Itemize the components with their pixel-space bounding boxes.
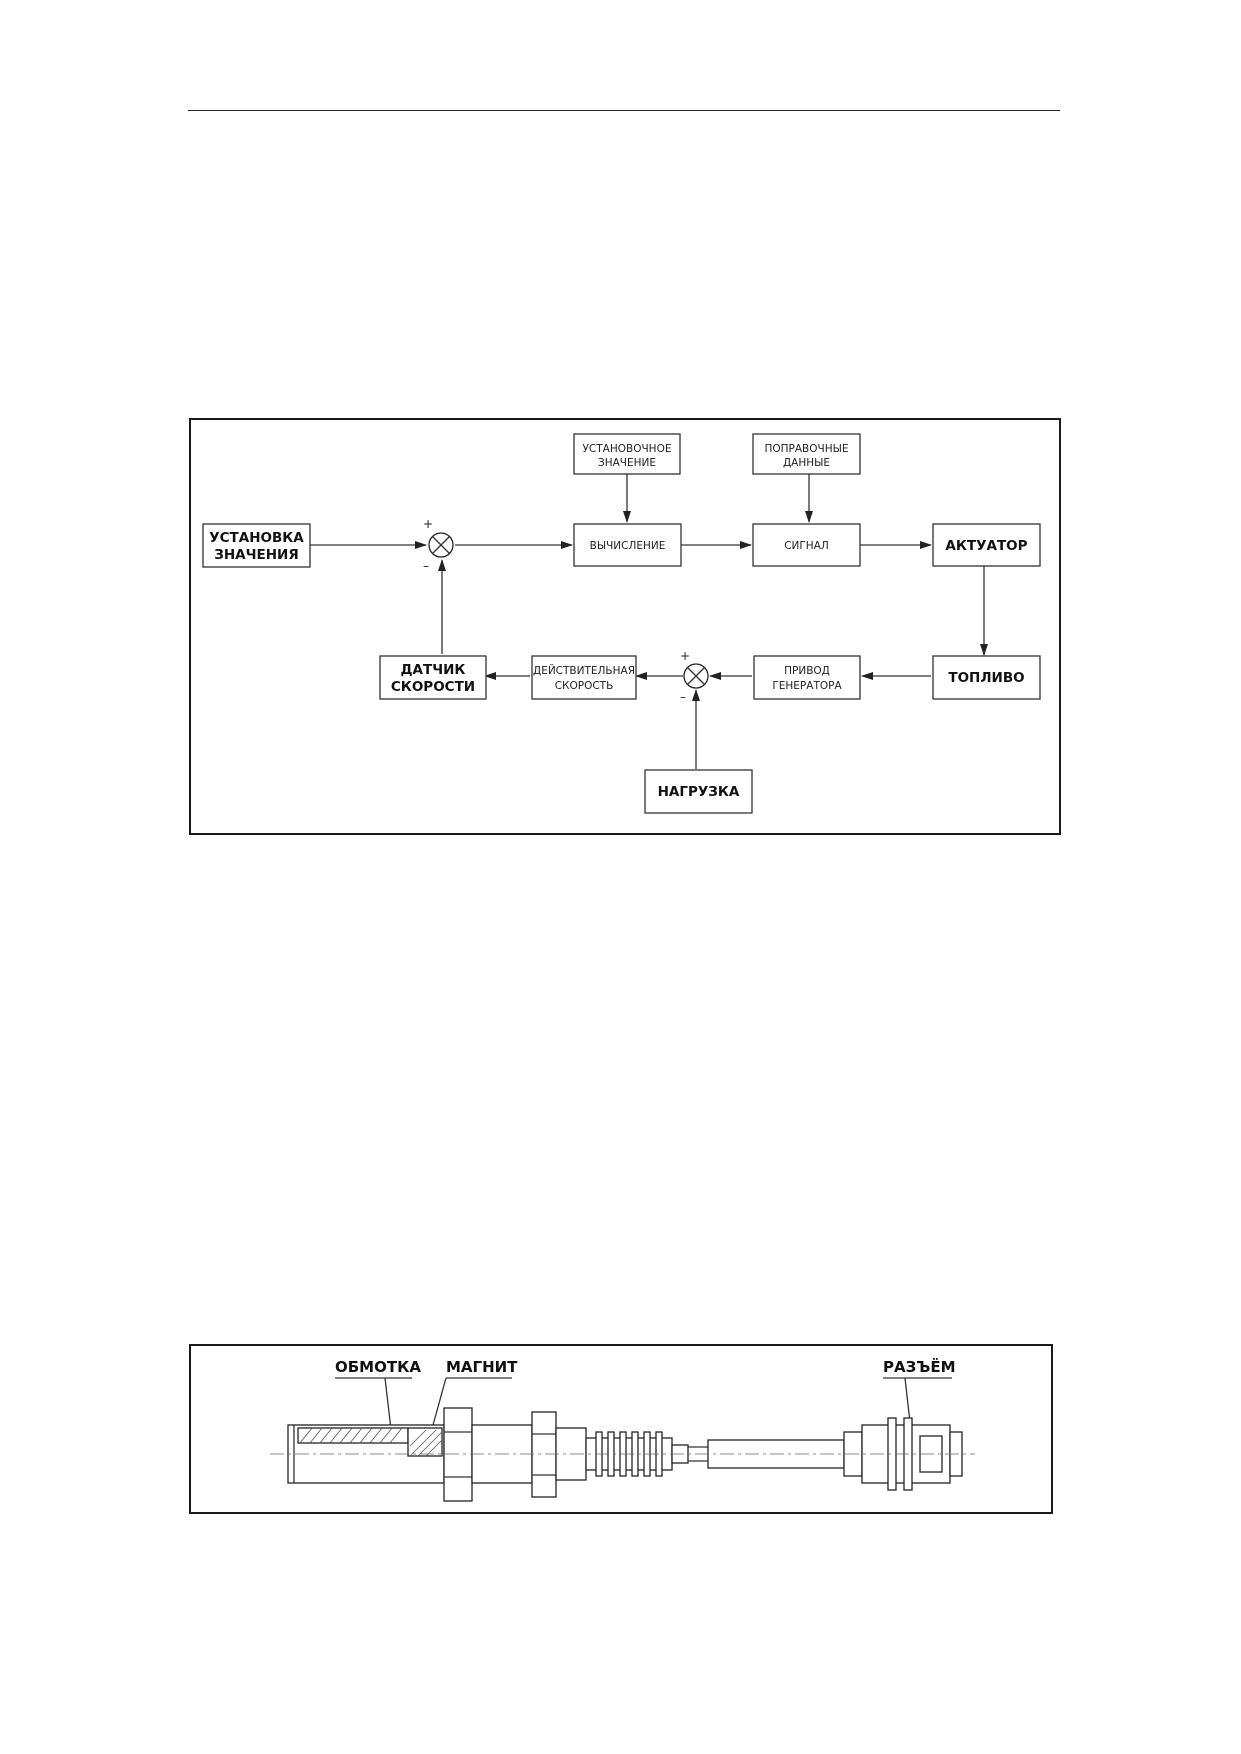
sensor-body [287,1407,963,1502]
label-magnet: МАГНИТ [446,1358,518,1376]
block-preset-value-line-2: ЗНАЧЕНИЕ [598,457,656,469]
block-setpoint: УСТАНОВКА ЗНАЧЕНИЯ [202,523,311,568]
label-connector: РАЗЪЁМ [883,1357,956,1376]
block-actual-speed-line-1: ДЕЙСТВИТЕЛЬНАЯ [533,664,635,677]
block-fuel: ТОПЛИВО [932,655,1041,700]
sensor-frame [189,1344,1053,1514]
label-winding: ОБМОТКА [335,1358,421,1376]
block-computation-label: ВЫЧИСЛЕНИЕ [590,540,666,552]
block-setpoint-line-2: ЗНАЧЕНИЯ [214,547,298,563]
block-load-label: НАГРУЗКА [658,784,740,800]
block-correction-data: ПОПРАВОЧНЫЕ ДАННЫЕ [752,433,861,475]
block-speed-sensor: ДАТЧИК СКОРОСТИ [379,655,487,700]
block-generator-drive: ПРИВОД ГЕНЕРАТОРА [753,655,861,700]
block-speed-sensor-line-2: СКОРОСТИ [391,679,475,695]
speed-sensor-drawing: ОБМОТКА МАГНИТ РАЗЪЁМ [189,1344,1053,1514]
diagram-frame [189,418,1061,835]
block-actual-speed: ДЕЙСТВИТЕЛЬНАЯ СКОРОСТЬ [531,655,637,700]
block-signal: СИГНАЛ [752,523,861,567]
block-actuator: АКТУАТОР [932,523,1041,567]
block-fuel-label: ТОПЛИВО [948,670,1024,686]
block-preset-value-line-1: УСТАНОВОЧНОЕ [583,443,672,455]
sum1-minus-sign: – [423,559,429,573]
block-speed-sensor-line-1: ДАТЧИК [401,662,466,678]
block-actual-speed-line-2: СКОРОСТЬ [555,680,614,692]
summing-junction-1: + – [423,517,454,573]
winding-hatch [299,1427,403,1444]
block-correction-data-line-2: ДАННЫЕ [783,457,830,469]
magnet-hatch [409,1429,443,1457]
block-signal-label: СИГНАЛ [784,540,829,552]
block-generator-drive-line-1: ПРИВОД [784,665,830,677]
block-correction-data-line-1: ПОПРАВОЧНЫЕ [764,443,848,455]
sum1-plus-sign: + [423,517,433,531]
block-preset-value: УСТАНОВОЧНОЕ ЗНАЧЕНИЕ [573,433,681,475]
sum2-plus-sign: + [680,649,690,663]
sum2-minus-sign: – [680,690,686,704]
block-actuator-label: АКТУАТОР [945,538,1027,554]
block-load: НАГРУЗКА [644,769,753,814]
block-generator-drive-line-2: ГЕНЕРАТОРА [772,680,842,692]
control-block-diagram: + – + – УСТАНОВКА ЗНАЧЕНИЯ УСТАНОВОЧНОЕ … [189,418,1061,835]
block-setpoint-line-1: УСТАНОВКА [209,530,304,546]
page-top-rule [188,110,1060,111]
summing-junction-2: + – [680,649,709,704]
block-computation: ВЫЧИСЛЕНИЕ [573,523,682,567]
connector-lines [310,474,988,769]
